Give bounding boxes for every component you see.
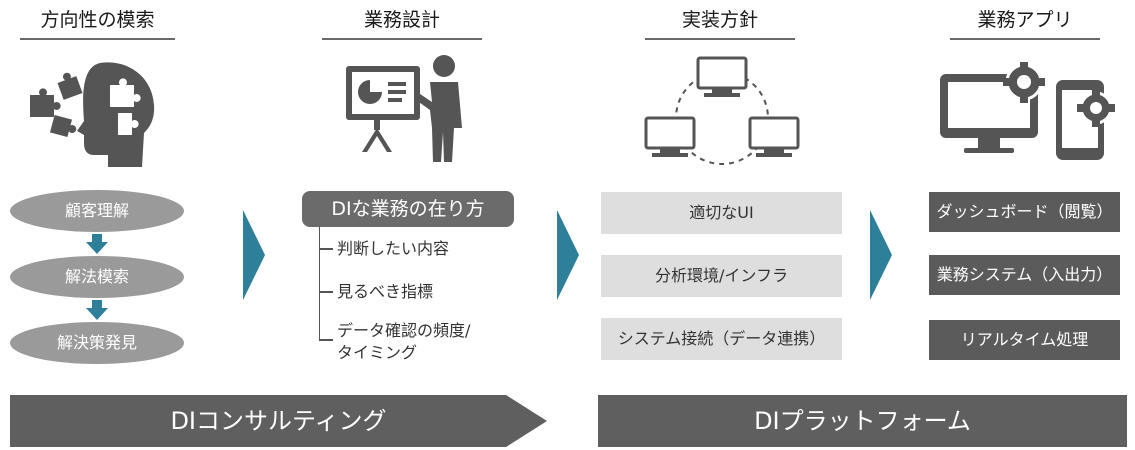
column-title-business-apps: 業務アプリ <box>977 9 1073 31</box>
design-item-decision: 判断したい内容 <box>337 239 450 258</box>
column-title-exploration: 方向性の模索 <box>40 9 155 31</box>
app-dashboard: ダッシュボード（閲覧） <box>929 192 1120 232</box>
presenter-icon <box>346 55 462 162</box>
puzzle-head-icon <box>30 62 155 167</box>
down-arrow-icon <box>86 300 108 320</box>
column-rule-implementation <box>645 38 795 40</box>
devices-gear-icon <box>940 62 1115 160</box>
tree-tick <box>319 339 333 341</box>
down-arrow-icon <box>86 234 108 254</box>
design-item-frequency: データ確認の頻度/ <box>337 321 471 340</box>
policy-system-connection: システム接続（データ連携） <box>601 318 842 360</box>
tree-tick <box>319 291 333 293</box>
tree-tick <box>319 248 333 250</box>
column-title-business-design: 業務設計 <box>363 9 440 31</box>
design-item-timing: タイミング <box>337 343 418 362</box>
column-rule-exploration <box>20 38 175 40</box>
network-computers-icon <box>644 56 800 165</box>
chevron-right-icon <box>557 210 579 300</box>
column-rule-business-apps <box>950 38 1100 40</box>
business-design-header: DIな業務の在り方 <box>302 191 514 227</box>
chevron-right-icon <box>243 210 265 300</box>
app-realtime: リアルタイム処理 <box>929 320 1120 360</box>
design-item-indicators: 見るべき指標 <box>337 282 434 301</box>
banner-di-consulting-label: DIコンサルティング <box>170 407 387 435</box>
tree-connector <box>319 227 320 340</box>
step-solution-discovery: 解決策発見 <box>10 322 184 364</box>
policy-infrastructure: 分析環境/インフラ <box>601 255 842 297</box>
step-customer-understanding: 顧客理解 <box>10 190 184 232</box>
step-solution-exploration: 解法模索 <box>10 256 184 298</box>
policy-ui: 適切なUI <box>601 192 842 234</box>
column-title-implementation: 実装方針 <box>681 9 758 31</box>
banner-di-consulting: DIコンサルティング <box>10 395 547 447</box>
chevron-right-icon <box>870 210 892 300</box>
banner-di-platform: DIプラットフォーム <box>598 395 1127 447</box>
app-business-system: 業務システム（入出力） <box>929 255 1120 295</box>
column-rule-business-design <box>322 38 482 40</box>
